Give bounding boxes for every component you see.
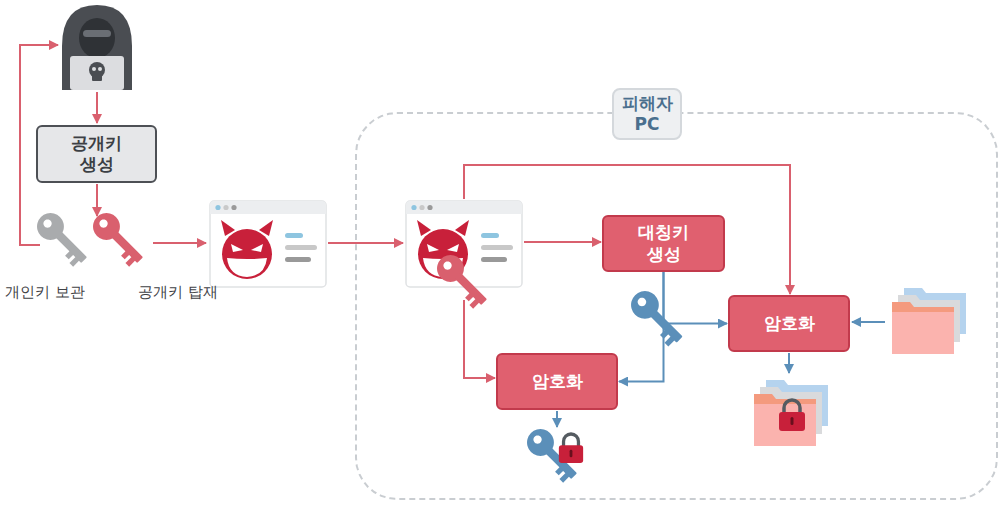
- process-box: 공개키 생성: [36, 125, 157, 183]
- encrypted-key: [521, 423, 583, 485]
- key-connector: [619, 272, 664, 382]
- key-caption: 공개키 탑재: [138, 283, 218, 302]
- region-heading: 피해자 PC: [612, 88, 682, 140]
- key-caption: 개인키 보관: [5, 283, 85, 302]
- symmetric-key: [625, 285, 689, 349]
- public-key: [87, 207, 149, 269]
- malware-window: [406, 201, 522, 287]
- malware-window: [210, 201, 326, 287]
- box-label: 대칭키 생성: [628, 222, 700, 265]
- public-key: [431, 249, 493, 311]
- key-connector: [664, 272, 728, 324]
- box-label: 암호화: [532, 371, 583, 392]
- file-folders: [892, 288, 966, 354]
- region-boundary: 피해자 PC대칭키 생성암호화암호화: [355, 112, 998, 500]
- box-label: 암호화: [764, 313, 815, 334]
- flow-arrows: [20, 45, 790, 378]
- private-key: [31, 207, 93, 269]
- process-box: 암호화: [496, 353, 618, 410]
- box-label: 공개키 생성: [61, 133, 133, 176]
- process-box: 암호화: [728, 295, 850, 352]
- padlock: [779, 400, 805, 431]
- process-box: 대칭키 생성: [602, 215, 725, 272]
- padlock: [559, 434, 583, 463]
- encrypted-folders: [754, 380, 828, 446]
- hacker-icon: [62, 5, 132, 90]
